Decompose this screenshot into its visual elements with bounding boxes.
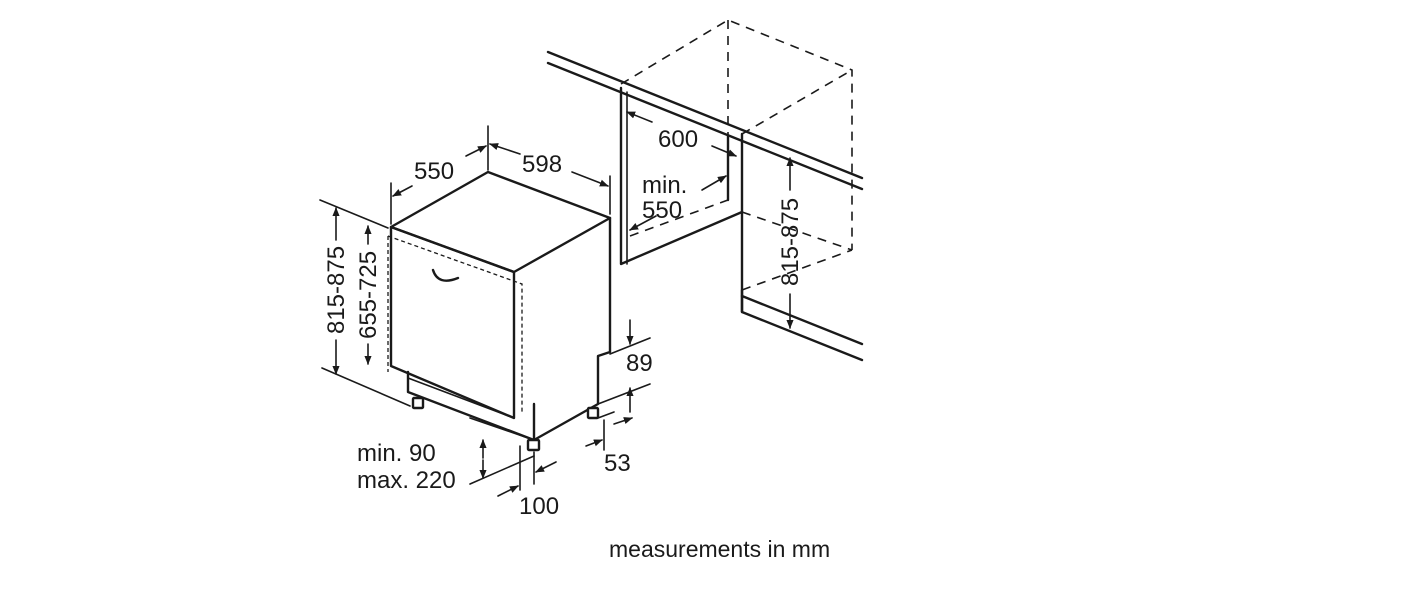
dishwasher-body (387, 170, 612, 452)
caption-measurements: measurements in mm (609, 536, 830, 562)
label-niche-depth-min: min. (642, 172, 687, 199)
dishwasher-dimensions (319, 125, 651, 497)
label-height-815-875-left: 815-875 (323, 246, 350, 334)
label-foot-53: 53 (604, 450, 631, 477)
niche-dimensions (626, 111, 794, 329)
label-niche-height-815-875: 815-875 (777, 198, 804, 286)
label-niche-width-600: 600 (658, 126, 698, 153)
label-recess-100: 100 (519, 493, 559, 520)
label-plinth-min: min. 90 (357, 440, 436, 467)
label-depth-550: 550 (414, 158, 454, 185)
label-width-598: 598 (522, 151, 562, 178)
label-height-655-725: 655-725 (355, 251, 382, 339)
label-plinth-max: max. 220 (357, 467, 456, 494)
label-niche-depth-550: 550 (642, 197, 682, 224)
installation-niche (546, 19, 864, 362)
label-plinth-89: 89 (626, 350, 653, 377)
